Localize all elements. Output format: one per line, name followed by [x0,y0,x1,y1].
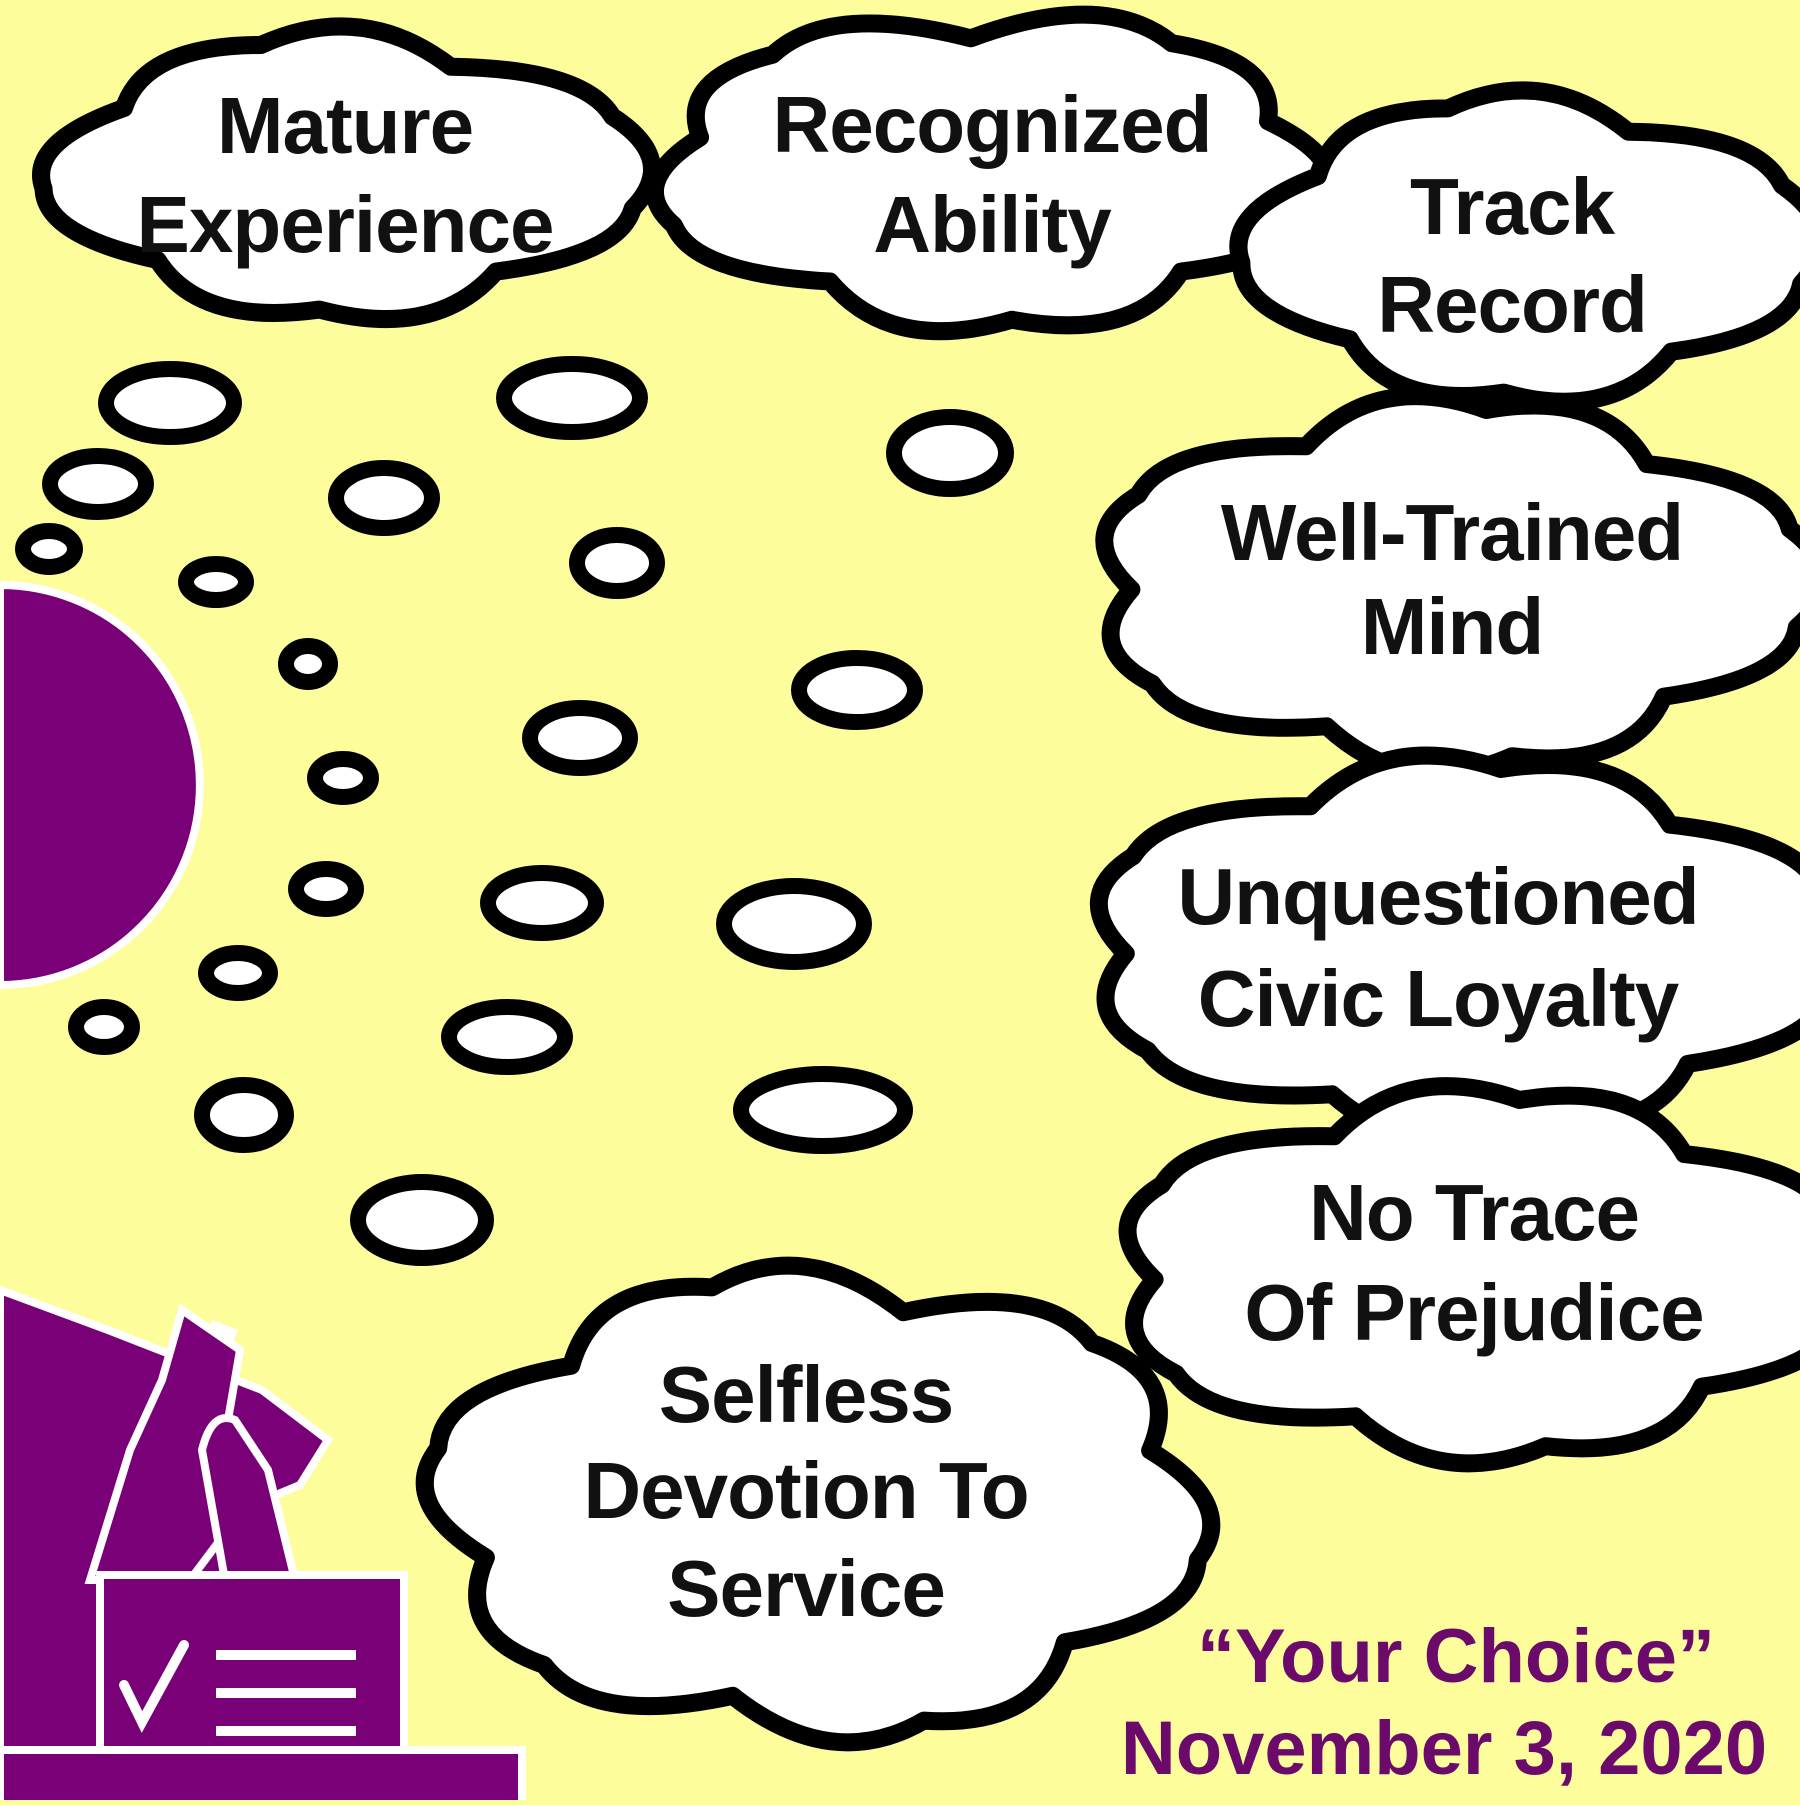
voter-head-icon [0,580,204,990]
thought-bubble-icon [98,361,242,445]
ballot-line [216,1726,356,1736]
cloud-label-line: Well-Trained [1221,488,1683,577]
cloud-label-line: Mind [1361,582,1544,671]
cloud-label-line: Mature [217,81,473,170]
cloud-icon [645,5,1339,341]
cloud-label-line: Recognized [773,80,1212,169]
thought-bubble-icon [15,523,83,575]
thought-bubble-icon [496,356,648,440]
thought-bubble-icon [178,556,254,608]
caption: “Your Choice” November 3, 2020 [1121,1614,1767,1791]
thought-bubble-icon [42,448,154,520]
thought-bubble-icon [569,527,665,599]
thought-bubble-icon [441,999,573,1075]
cloud-label-line: Devotion To [583,1446,1028,1535]
thought-bubble-icon [791,650,923,730]
cloud-label-line: Track [1410,162,1616,251]
thought-cloud-no-trace-of-prejudice: No Trace Of Prejudice [1118,1077,1800,1473]
thought-bubble-icon [307,751,379,805]
thought-bubble-icon [68,999,140,1055]
cloud-label-line: Service [667,1544,945,1633]
thought-bubble-icon [350,1174,494,1266]
thought-bubble-icon [288,861,364,917]
thought-bubble-icon [480,865,604,941]
cloud-label-line: Selfless [659,1350,953,1439]
thought-bubble-icon [194,1077,294,1153]
cloud-label-line: Civic Loyalty [1198,954,1680,1043]
cloud-label-line: No Trace [1309,1168,1639,1257]
thought-bubble-icon [278,638,338,690]
cloud-icon [1229,81,1800,411]
cloud-label-line: Experience [137,180,554,269]
thought-bubble-icon [886,409,1014,497]
ballot-line [216,1688,356,1698]
cloud-icon [32,17,661,329]
cloud-label-line: Ability [873,180,1112,269]
ballot-box-icon [0,1746,526,1805]
cloud-icon [415,1256,1221,1752]
caption-title: “Your Choice” [1197,1614,1715,1699]
cloud-label-line: Of Prejudice [1244,1268,1703,1357]
thought-bubble-icon [522,700,638,776]
thought-bubble-icon [733,1066,913,1154]
cloud-label-line: Record [1377,260,1647,349]
ballot-line [216,1650,356,1660]
caption-date: November 3, 2020 [1121,1706,1767,1791]
cloud-label-line: Unquestioned [1177,852,1698,941]
checkmark-icon [119,1640,189,1733]
cloud-icon [1118,1077,1800,1473]
thought-bubble-icon [716,878,872,970]
thought-bubble-icon [328,460,440,536]
thought-bubble-trail [15,356,1014,1266]
thought-bubble-icon [198,945,278,1001]
